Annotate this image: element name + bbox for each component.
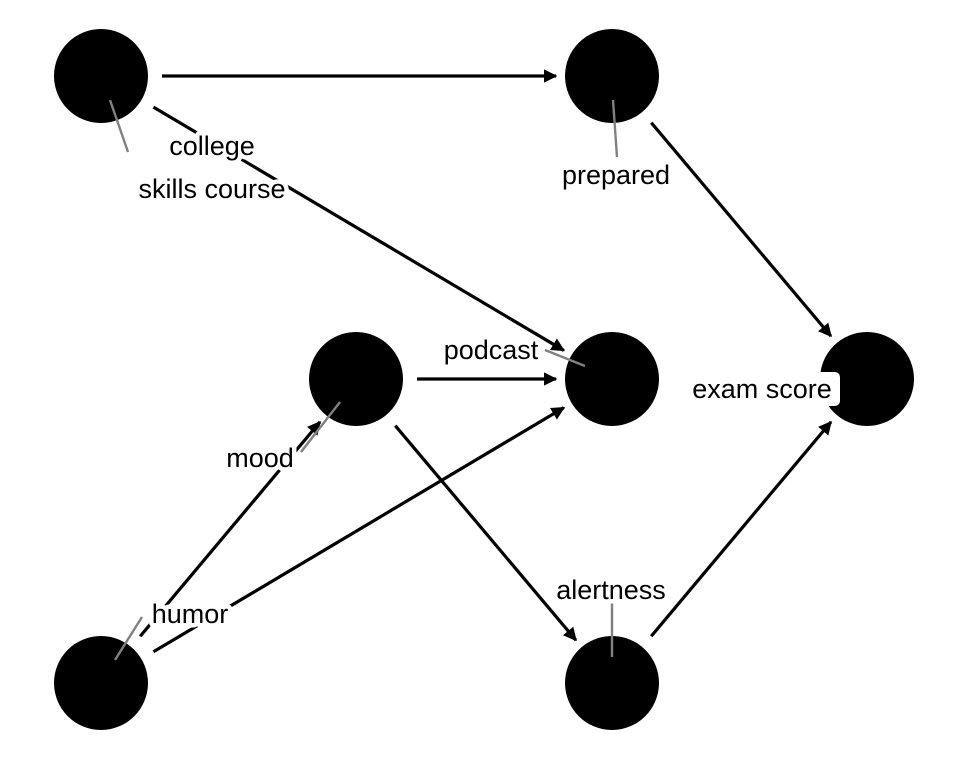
label-mood: mood	[222, 439, 299, 478]
label-leader-humor	[113, 616, 144, 661]
label-text: humor	[152, 599, 229, 629]
edges	[138, 69, 833, 654]
label-leader-prepared	[611, 99, 619, 158]
node-exam_score[interactable]	[820, 332, 914, 426]
nodes	[54, 29, 914, 730]
edge-prepared-to-exam_score	[650, 121, 833, 338]
edge-mood-to-alertness	[394, 424, 578, 642]
label-text: mood	[226, 443, 294, 473]
node-college[interactable]	[54, 29, 148, 123]
label-text: alertness	[556, 575, 666, 605]
label-text: skills course	[138, 174, 285, 204]
label-prepared: prepared	[557, 156, 674, 195]
label-leader-podcast	[544, 348, 586, 368]
label-alertness: alertness	[552, 571, 671, 610]
label-humor: humor	[147, 595, 233, 634]
node-prepared[interactable]	[565, 29, 659, 123]
label-leader-college	[108, 99, 130, 153]
label-text: podcast	[444, 335, 539, 365]
label-text: college	[169, 131, 255, 161]
edge-humor-to-podcast	[152, 406, 566, 654]
label-text: prepared	[562, 160, 670, 190]
edge-humor-to-mood	[138, 420, 322, 638]
label-college: college skills course	[134, 127, 290, 209]
node-alertness[interactable]	[565, 636, 659, 730]
label-background	[684, 372, 840, 406]
edge-college-to-podcast	[152, 105, 565, 352]
node-podcast[interactable]	[565, 332, 659, 426]
edge-alertness-to-exam_score	[649, 420, 833, 638]
node-labels: college skills course prepared podcast mood e…	[134, 127, 840, 634]
node-humor[interactable]	[54, 636, 148, 730]
node-mood[interactable]	[309, 332, 403, 426]
label-leaders	[108, 99, 619, 661]
label-podcast: podcast	[439, 331, 543, 370]
label-text: exam score	[692, 374, 832, 404]
label-exam_score: exam score	[684, 372, 840, 406]
label-leader-mood	[300, 401, 341, 453]
